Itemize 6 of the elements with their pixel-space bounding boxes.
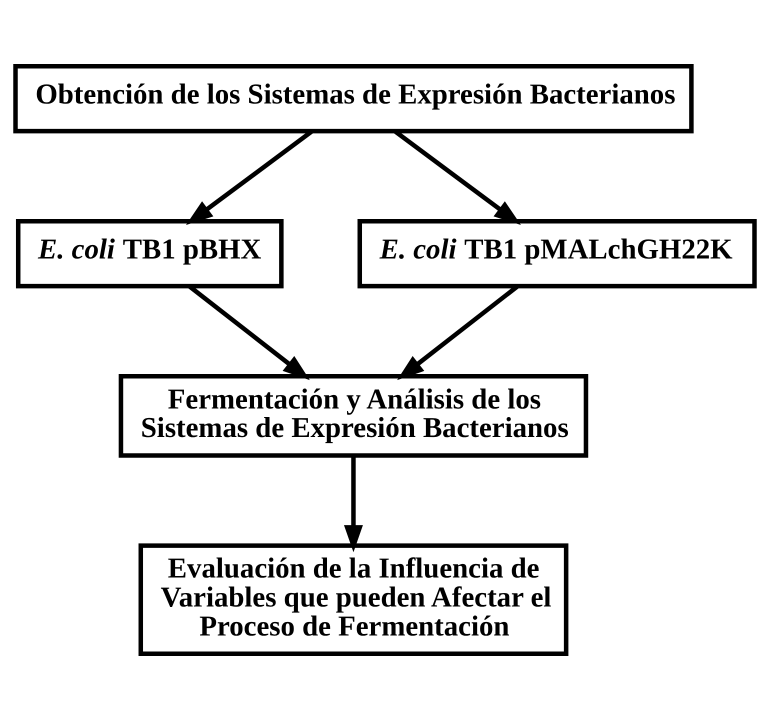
node-box: E. coli TB1 pMALchGH22K — [358, 218, 757, 288]
node-box: Obtención de los Sistemas de Expresión Bacterianos — [13, 63, 694, 133]
node-box: Fermentación y Análisis de los Sistemas de Expresión Bacterianos — [118, 373, 588, 458]
node-box: Evaluación de la Influencia de Variables que pueden Afectar el Proceso de Fermentación — [138, 542, 568, 656]
arrow — [344, 455, 363, 552]
node-box: E. coli TB1 pBHX — [16, 218, 284, 288]
